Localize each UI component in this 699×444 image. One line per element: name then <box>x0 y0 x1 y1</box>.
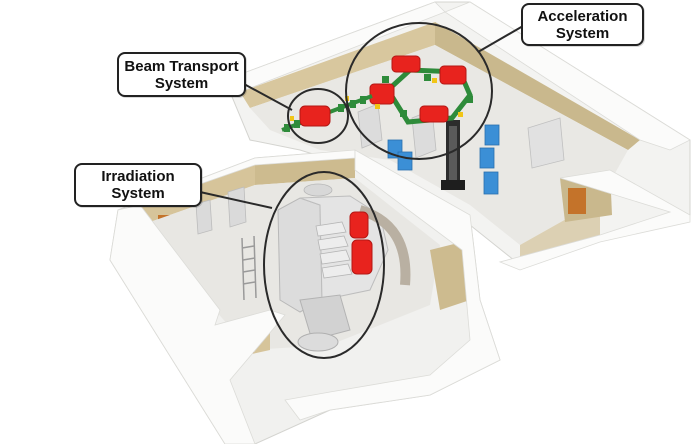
ring-sextupoles <box>375 78 463 117</box>
beam-line-stand <box>441 120 465 190</box>
irradiation-label-line1: Irradiation <box>101 168 175 185</box>
leader-lines <box>199 25 524 209</box>
irradiation-system-label: Irradiation System <box>74 163 202 207</box>
gantry-magnet-2 <box>351 239 373 275</box>
irradiation-back-wall-right <box>255 158 355 185</box>
dipole-magnet-1 <box>391 55 421 73</box>
patient-couch <box>297 332 339 352</box>
acceleration-highlight <box>345 22 493 160</box>
accelerator-back-wall-right <box>435 22 640 150</box>
irradiation-room <box>109 149 501 444</box>
accelerator-room-floor <box>250 45 628 245</box>
beam-transport-label-line2: System <box>154 74 209 92</box>
beam-transport-label-line1: Beam Transport <box>124 57 239 75</box>
accelerator-door <box>568 188 586 214</box>
acceleration-system-label: Acceleration System <box>521 3 644 46</box>
control-partition-2 <box>227 186 247 228</box>
dipole-magnet-2 <box>439 65 467 85</box>
gantry-fins <box>315 221 353 279</box>
synchrotron-ring <box>369 55 473 125</box>
blue-cabinets <box>387 124 500 195</box>
transport-dipole-1 <box>299 105 331 127</box>
blue-cabinet-2 <box>479 147 495 169</box>
accelerator-wall-top-front <box>498 169 691 271</box>
irradiation-wall-top-right <box>284 149 501 421</box>
gantry-magnet-1 <box>349 211 369 239</box>
blue-cabinet-1 <box>484 124 500 146</box>
rotating-gantry <box>277 183 411 352</box>
treatment-nozzle-base <box>299 294 351 341</box>
transport-quadrupoles <box>284 96 366 132</box>
shield-block-3 <box>527 117 565 169</box>
gantry-ring-arc <box>358 205 411 286</box>
irradiation-label-line2: System <box>111 185 165 202</box>
blue-cabinet-5 <box>397 151 413 171</box>
irradiation-leader-line <box>199 191 273 209</box>
access-ladder <box>241 235 257 301</box>
accelerator-room <box>224 1 691 271</box>
beam-transport-system-label: Beam Transport System <box>117 52 246 97</box>
accelerator-back-wall-left <box>240 22 435 108</box>
blue-cabinet-3 <box>483 171 499 195</box>
accelerator-wall-top-right <box>444 1 691 151</box>
highlight-circles <box>263 22 493 359</box>
acceleration-leader-line <box>477 25 524 53</box>
gantry-top-dome <box>303 183 333 197</box>
beam-transport-line <box>281 94 373 132</box>
beam-transport-leader-line <box>243 83 293 111</box>
dipole-magnet-3 <box>369 83 395 105</box>
irradiation-right-wall <box>430 240 470 310</box>
irradiation-wall-top-left <box>109 204 286 444</box>
acceleration-label-line1: Acceleration <box>537 7 628 25</box>
beam-transport-highlight <box>287 88 349 144</box>
gantry-support-frame <box>277 197 323 313</box>
dipole-magnet-4 <box>419 105 449 123</box>
acceleration-label-line2: System <box>555 24 610 42</box>
irradiation-highlight <box>263 171 385 359</box>
control-partition-1 <box>195 199 213 235</box>
ring-quadrupoles <box>382 74 473 117</box>
